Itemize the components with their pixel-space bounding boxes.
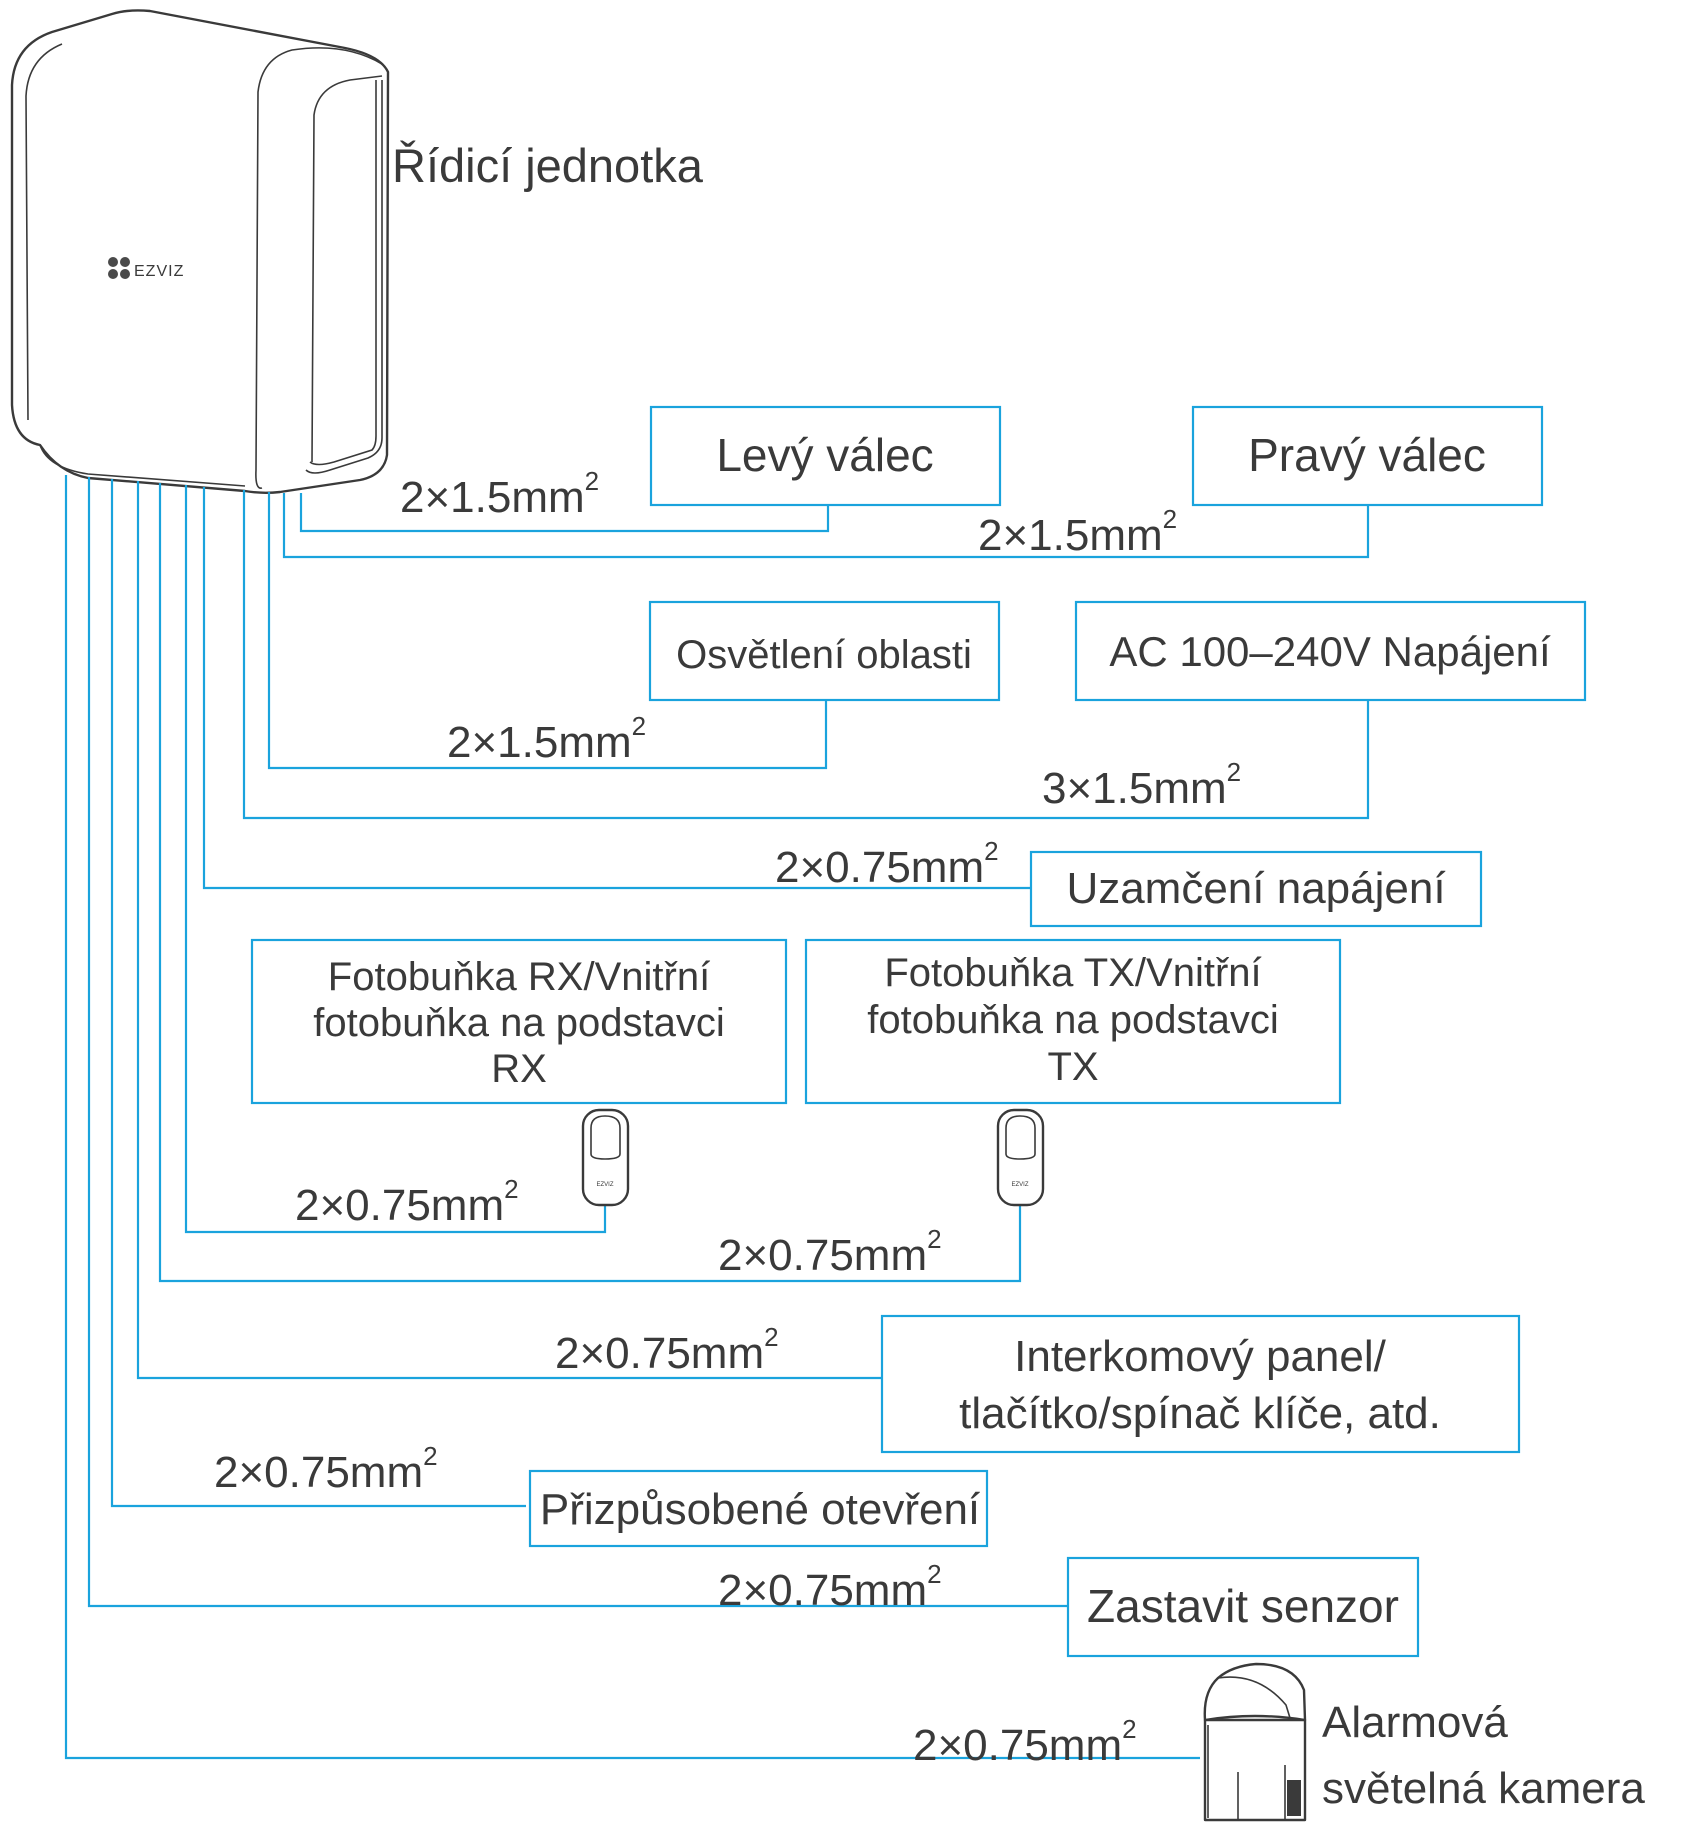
gauge-left-cylinder: 2×1.5mm2 [400, 466, 599, 522]
intercom-box: Interkomový panel/ tlačítko/spínač klíče… [880, 1314, 1521, 1454]
alarm-camera-line-2: světelná kamera [1322, 1764, 1645, 1813]
wire-area-lighting [267, 492, 828, 770]
photocell-rx-device: EZVIZ [581, 1108, 630, 1207]
wire-custom-open [110, 479, 526, 1508]
photocell-rx-line-3: RX [491, 1047, 547, 1091]
photocell-rx-brand: EZVIZ [596, 1182, 613, 1188]
right-cylinder-box: Pravý válec [1191, 405, 1544, 507]
photocell-rx-line-1: Fotobuňka RX/Vnitřní [328, 955, 710, 999]
photocell-tx-line-1: Fotobuňka TX/Vnitřní [884, 951, 1261, 995]
lock-power-box: Uzamčení napájení [1029, 850, 1483, 928]
gauge-stop-sensor: 2×0.75mm2 [718, 1559, 942, 1615]
left-cylinder-label: Levý válec [716, 429, 933, 481]
photocell-tx-box: Fotobuňka TX/Vnitřní fotobuňka na podsta… [804, 938, 1342, 1105]
wires [64, 475, 1370, 1760]
area-lighting-label: Osvětlení oblasti [676, 633, 972, 677]
wire-left-cylinder [299, 493, 830, 533]
power-supply-box: AC 100–240V Napájení [1074, 600, 1587, 702]
photocell-tx-line-2: fotobuňka na podstavci [867, 998, 1278, 1042]
ezviz-logo-icon: EZVIZ [108, 257, 184, 280]
gauge-power-supply: 3×1.5mm2 [1042, 757, 1241, 813]
photocell-tx-brand: EZVIZ [1011, 1182, 1028, 1188]
gauge-right-cylinder: 2×1.5mm2 [978, 504, 1177, 560]
control-unit-label: Řídicí jednotka [392, 139, 704, 192]
wire-stop-sensor [87, 477, 1068, 1608]
wire-photocell-tx [158, 483, 1022, 1283]
gauge-custom-open: 2×0.75mm2 [214, 1441, 438, 1497]
gauge-photocell-rx: 2×0.75mm2 [295, 1174, 519, 1230]
gauge-labels: 2×1.5mm2 2×1.5mm2 2×1.5mm2 3×1.5mm2 2×0.… [214, 466, 1241, 1770]
stop-sensor-box: Zastavit senzor [1066, 1556, 1420, 1658]
photocell-rx-box: Fotobuňka RX/Vnitřní fotobuňka na podsta… [250, 938, 788, 1105]
photocell-rx-line-2: fotobuňka na podstavci [313, 1001, 724, 1045]
lock-power-label: Uzamčení napájení [1066, 864, 1446, 913]
gauge-photocell-tx: 2×0.75mm2 [718, 1224, 942, 1280]
stop-sensor-label: Zastavit senzor [1087, 1580, 1399, 1632]
intercom-line-1: Interkomový panel/ [1014, 1332, 1387, 1381]
alarm-camera-device [1203, 1662, 1307, 1822]
left-cylinder-box: Levý válec [649, 405, 1002, 507]
gauge-lock-power: 2×0.75mm2 [775, 836, 999, 892]
wire-photocell-rx [184, 485, 607, 1234]
right-cylinder-label: Pravý válec [1248, 429, 1486, 481]
wire-power-supply [242, 490, 1370, 820]
custom-open-label: Přizpůsobené otevření [540, 1485, 981, 1534]
custom-open-box: Přizpůsobené otevření [528, 1469, 989, 1548]
control-unit-device: EZVIZ [10, 9, 390, 494]
intercom-line-2: tlačítko/spínač klíče, atd. [959, 1389, 1441, 1438]
gauge-area-lighting: 2×1.5mm2 [447, 711, 646, 767]
gauge-alarm-camera: 2×0.75mm2 [913, 1714, 1137, 1770]
wire-lock-power [202, 487, 1031, 890]
wire-right-cylinder [282, 493, 1370, 559]
control-unit-brand: EZVIZ [134, 263, 184, 280]
alarm-camera-line-1: Alarmová [1322, 1698, 1508, 1747]
area-lighting-box: Osvětlení oblasti [648, 600, 1001, 702]
photocell-tx-device: EZVIZ [996, 1108, 1045, 1207]
wire-intercom [136, 481, 882, 1380]
power-supply-label: AC 100–240V Napájení [1109, 628, 1551, 675]
gauge-intercom: 2×0.75mm2 [555, 1322, 779, 1378]
wire-alarm-camera [64, 475, 1200, 1760]
photocell-tx-line-3: TX [1047, 1045, 1098, 1089]
